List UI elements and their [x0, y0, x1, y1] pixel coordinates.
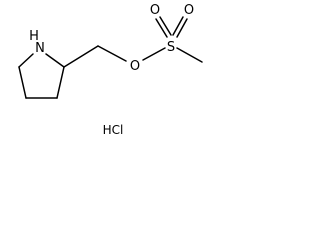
- bond-s-o-left-a: [155, 18, 168, 38]
- bond-s-o-right-a: [172, 16, 184, 36]
- atom-label-o-top-right: O: [184, 3, 194, 18]
- bond-ch2-o: [97, 45, 127, 62]
- chemical-structure-diagram: H N O S O O HCl: [18, 3, 203, 137]
- atom-label-n: N: [35, 41, 45, 56]
- salt-label-hcl: HCl: [103, 123, 124, 137]
- bond-n-c2: [45, 53, 65, 68]
- bond-c2-c3: [56, 66, 65, 99]
- bond-s-o-right-b: [176, 18, 188, 38]
- bond-s-o-left-b: [159, 16, 172, 36]
- bond-c5-n: [18, 53, 34, 68]
- atom-label-s: S: [167, 40, 175, 55]
- bond-s-ch3: [176, 47, 203, 63]
- bond-o-s: [142, 47, 166, 61]
- bond-c4-c5: [18, 66, 27, 99]
- atom-label-o-ester: O: [130, 59, 140, 74]
- atom-label-h: H: [29, 29, 39, 44]
- bond-c2-ch2: [63, 45, 99, 68]
- atom-label-o-top-left: O: [150, 3, 160, 18]
